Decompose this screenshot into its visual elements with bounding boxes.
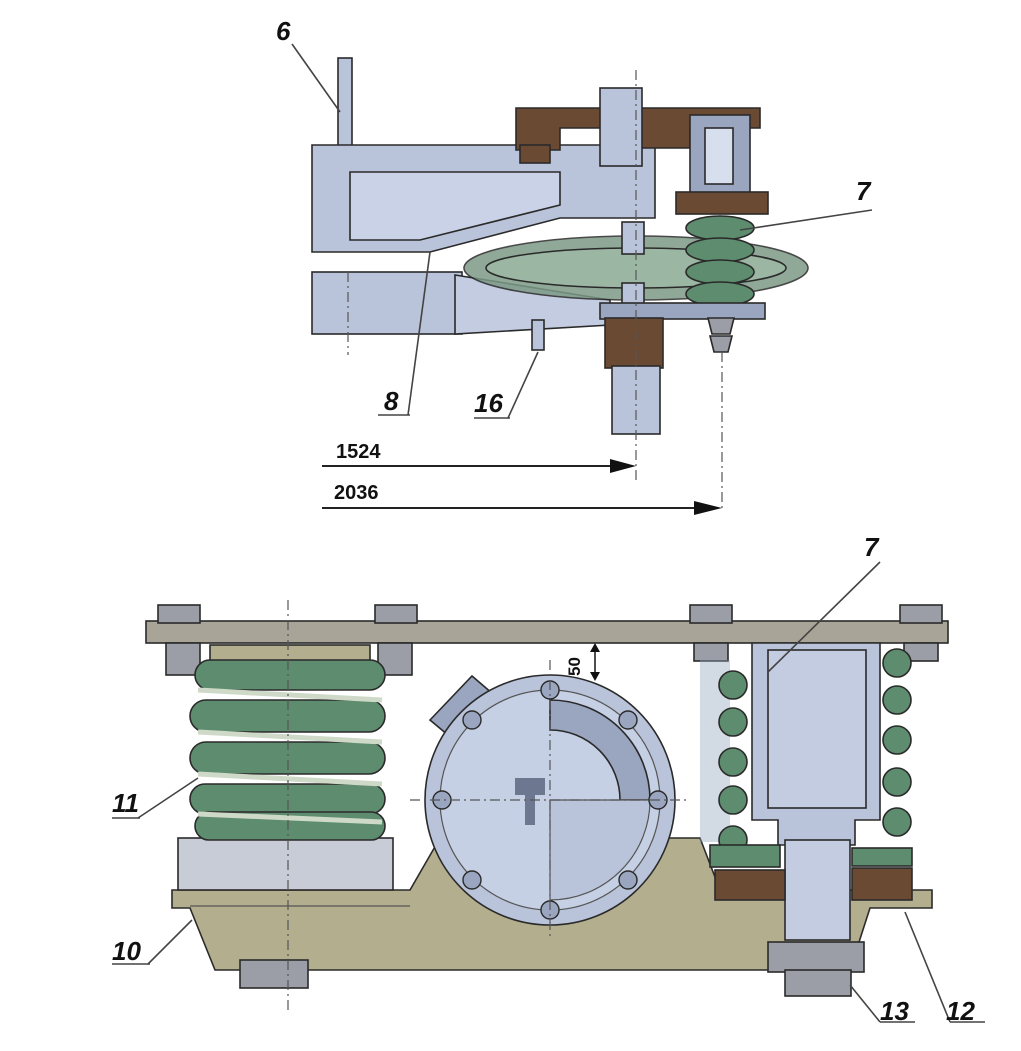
dim-50-group: 50	[565, 643, 600, 681]
bottom-nut-right	[784, 969, 852, 997]
center-pin-upper	[621, 221, 645, 255]
damper-cylinder	[751, 642, 881, 941]
bracket-foot	[519, 144, 551, 164]
label-13: 13	[880, 996, 909, 1026]
center-post	[599, 87, 643, 167]
bottom-assembly: 50	[145, 600, 949, 1010]
label-12: 12	[946, 996, 975, 1026]
rubber-pad	[709, 844, 913, 901]
frame-lower-body	[311, 271, 463, 335]
top-coil-spring	[685, 215, 755, 307]
lower-plate	[599, 302, 766, 320]
label-7-top: 7	[856, 176, 872, 206]
bottom-nut-left	[239, 959, 309, 989]
label-10: 10	[112, 936, 141, 966]
top-dimensions: 1524 2036	[322, 441, 722, 515]
small-pin	[531, 319, 545, 351]
dim-1524: 1524	[336, 441, 381, 463]
dim-arrow-2036	[694, 501, 722, 515]
top-plate	[145, 620, 949, 644]
top-plate-bolts	[157, 604, 943, 676]
axle-box	[410, 660, 690, 940]
bottom-callouts: 7 11 10 13 12	[112, 532, 985, 1026]
dim-50: 50	[565, 657, 584, 676]
dim-arrow-1524	[610, 459, 636, 473]
label-16: 16	[474, 388, 503, 418]
spring-pedestal	[177, 837, 394, 891]
link-window	[704, 127, 734, 185]
top-callouts: 6 7 8 16	[276, 16, 873, 419]
axle-box-bolts	[432, 680, 668, 920]
frame-upper-inner	[349, 171, 561, 241]
label-8: 8	[384, 386, 399, 416]
axle-box-block	[604, 317, 664, 369]
threaded-bolt	[706, 317, 736, 335]
spring-cap	[675, 191, 769, 215]
label-11: 11	[112, 788, 139, 818]
side-coil-spring	[700, 648, 912, 855]
dim-2036: 2036	[334, 482, 379, 504]
bottom-washer	[767, 941, 865, 973]
label-6: 6	[276, 16, 291, 46]
top-assembly	[311, 57, 809, 512]
vertical-rod	[337, 57, 353, 151]
label-7-bottom: 7	[864, 532, 880, 562]
